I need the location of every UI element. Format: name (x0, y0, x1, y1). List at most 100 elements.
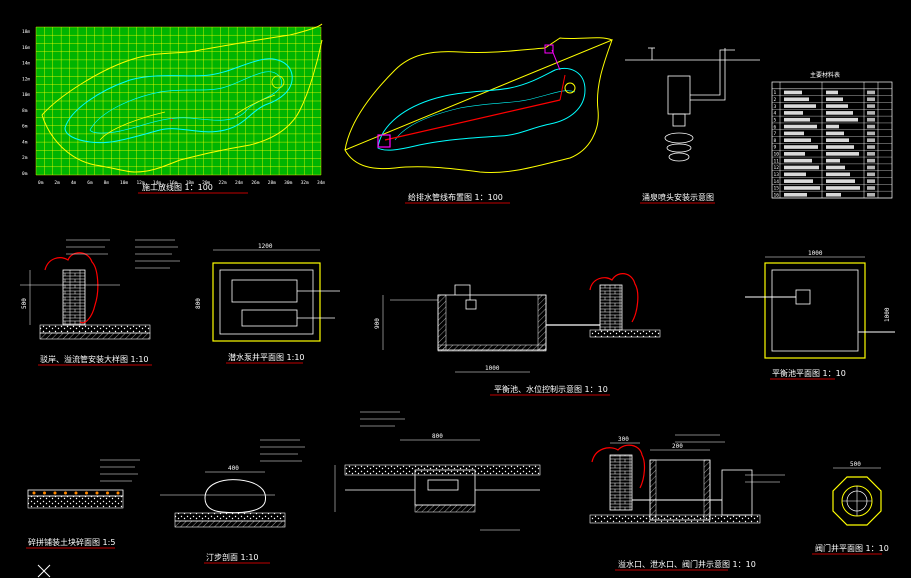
table-cell-unit (867, 192, 875, 197)
water-contour (64, 58, 293, 144)
table-title: 主要材料表 (810, 71, 840, 79)
table-cell-unit (867, 186, 875, 190)
pond-inner (394, 90, 576, 141)
table-row-number: 16 (774, 193, 780, 199)
table-row-number: 6 (774, 124, 777, 130)
section-b: 900 1000 平衡池、水位控制示意图 1：10 (374, 273, 661, 396)
valve-plan-title: 阀门井平面图 1：10 (815, 543, 889, 553)
balance-valve (795, 289, 811, 305)
brick-wall (62, 269, 86, 326)
table-cell-name (784, 192, 807, 197)
table-cell-name (784, 152, 805, 156)
paving-stone (43, 491, 46, 495)
nozzle-neck (672, 113, 686, 127)
stone-outline (204, 479, 267, 514)
y-tick-label: 16m (22, 45, 30, 51)
dim-over-b: 200 (672, 443, 683, 450)
rock-outline-b (589, 273, 639, 323)
table-cell-spec (826, 138, 849, 143)
brick-wall-c (609, 454, 633, 511)
valve-wall-left (649, 459, 657, 521)
y-tick-label: 0m (22, 171, 28, 177)
table-row-number: 4 (774, 111, 777, 117)
y-tick-label: 10m (22, 92, 30, 98)
table-cell-name (784, 131, 804, 136)
nozzle-ring-3 (668, 152, 690, 162)
tank-body (437, 294, 547, 351)
y-tick-label: 8m (22, 108, 28, 114)
y-tick-label: 2m (22, 155, 28, 161)
tank-wall-right (537, 294, 547, 351)
x-tick-label: 12m (136, 180, 144, 186)
x-tick-label: 26m (251, 180, 259, 186)
float-valve (465, 299, 477, 310)
concrete-base (39, 332, 151, 340)
nozzle-detail: 涌泉喷头安装示意图 (625, 47, 760, 204)
x-tick-label: 30m (284, 180, 292, 186)
table-cell-spec (826, 124, 839, 129)
drain-pipe (551, 49, 561, 71)
valve-well-plan: 500 阀门井平面图 1：10 (812, 461, 889, 555)
table-cell-spec (826, 117, 858, 122)
x-tick-label: 22m (219, 180, 227, 186)
table-cell-unit (867, 179, 875, 183)
table-cell-unit (867, 145, 875, 149)
table-cell-unit (867, 138, 875, 143)
paving-stone (106, 491, 109, 495)
x-tick-label: 24m (235, 180, 243, 186)
octagon-outer (832, 476, 882, 526)
dim-over-a: 300 (618, 436, 629, 443)
table-cell-unit (867, 104, 875, 108)
well-inner (219, 269, 314, 335)
table-cell-spec (826, 131, 844, 136)
tank-floor (437, 344, 547, 352)
x-tick-label: 18m (186, 180, 194, 186)
paving-stone (74, 491, 78, 495)
path-section: 碎拼铺装土块碎面图 1:5 (26, 459, 140, 549)
table-row-number: 12 (774, 165, 780, 171)
callout-lines (260, 439, 305, 462)
y-tick-label: 14m (22, 61, 30, 67)
site-boundary (344, 37, 613, 174)
table-cell-spec (826, 152, 859, 156)
table-cell-name (784, 117, 810, 122)
table-cell-unit (867, 97, 875, 102)
table-cell-name (784, 172, 806, 177)
table-cell-spec (826, 172, 850, 177)
table-cell-name (784, 104, 816, 108)
table-row-number: 7 (774, 131, 777, 137)
table-cell-name (784, 138, 811, 143)
table-cell-unit (867, 117, 875, 122)
valve-wall-right (703, 459, 711, 521)
stepping-title: 汀步剖面 1:10 (206, 552, 259, 562)
pump-a (231, 279, 298, 303)
callout-lines (66, 239, 180, 269)
table-cell-unit (867, 158, 875, 163)
callout-lines (100, 459, 140, 482)
pump-well-plan: 1200 800 潜水泵井平面图 1:10 (195, 243, 340, 364)
paving-stone (116, 491, 120, 495)
x-tick-label: 6m (87, 180, 93, 186)
paving-stone (32, 491, 36, 495)
table-cell-name (784, 111, 803, 115)
table-cell-unit (867, 111, 875, 115)
table-cell-unit (867, 131, 875, 136)
pump-plan-title: 潜水泵井平面图 1:10 (228, 352, 305, 362)
drain-fitting (427, 479, 459, 491)
callout-lines (675, 434, 785, 483)
x-tick-label: 32m (301, 180, 309, 186)
x-tick-label: 16m (169, 180, 177, 186)
gravel-layer-c (589, 514, 761, 524)
stepping-stone: 400 汀步剖面 1:10 (160, 439, 305, 564)
nozzle-ring-1 (664, 132, 694, 144)
table-row-number: 10 (774, 152, 780, 158)
dim-sec-w: 1000 (485, 365, 500, 372)
path-stones (32, 491, 120, 495)
table-cell-spec (826, 179, 855, 183)
table-cell-unit (867, 124, 875, 129)
y-tick-label: 4m (22, 139, 28, 145)
